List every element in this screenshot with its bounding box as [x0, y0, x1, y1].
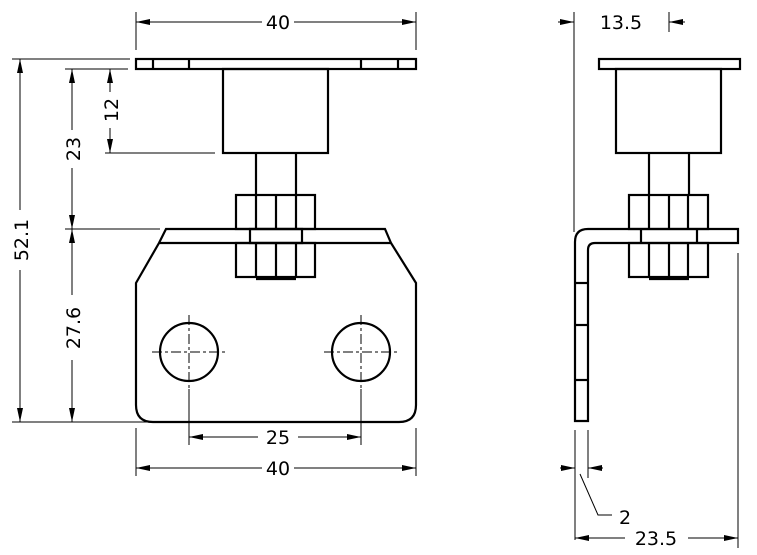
dim-label: 40 — [266, 458, 290, 480]
dimension-thickness: 2 — [560, 430, 631, 540]
mounting-holes — [152, 315, 398, 389]
dim-label: 2 — [619, 507, 631, 529]
dimension-overall-depth: 23.5 — [575, 253, 739, 550]
dim-label: 23.5 — [635, 528, 677, 550]
side-view: 13.5 2 23.5 — [558, 12, 742, 550]
dimension-overall-height: 52.1 — [11, 59, 33, 422]
dimension-bottom-width: 40 — [135, 428, 417, 480]
body-block — [221, 67, 330, 155]
nut — [234, 193, 317, 281]
dimension-hole-spacing: 25 — [188, 389, 362, 449]
dim-label: 12 — [101, 98, 123, 122]
body-block — [614, 67, 723, 155]
dim-label: 13.5 — [600, 12, 642, 34]
dimension-body-height: 12 — [101, 69, 123, 153]
dim-label: 27.6 — [63, 307, 85, 349]
dimension-top-width: 40 — [135, 12, 417, 50]
bent-bracket — [573, 227, 740, 423]
dimension-bracket-height: 27.6 — [63, 229, 85, 422]
dimension-upper-height: 23 — [63, 69, 85, 229]
dim-label: 40 — [266, 12, 290, 34]
top-plate — [134, 57, 418, 71]
bracket — [134, 227, 418, 424]
dim-label: 23 — [63, 137, 85, 161]
nut — [627, 193, 710, 281]
dimension-offset: 13.5 — [558, 12, 685, 232]
front-view: 40 52.1 23 12 — [11, 12, 418, 480]
shaft — [254, 153, 298, 195]
top-plate — [597, 57, 742, 71]
dim-label: 52.1 — [11, 219, 33, 261]
dim-label: 25 — [266, 427, 290, 449]
extension-lines — [12, 58, 215, 423]
